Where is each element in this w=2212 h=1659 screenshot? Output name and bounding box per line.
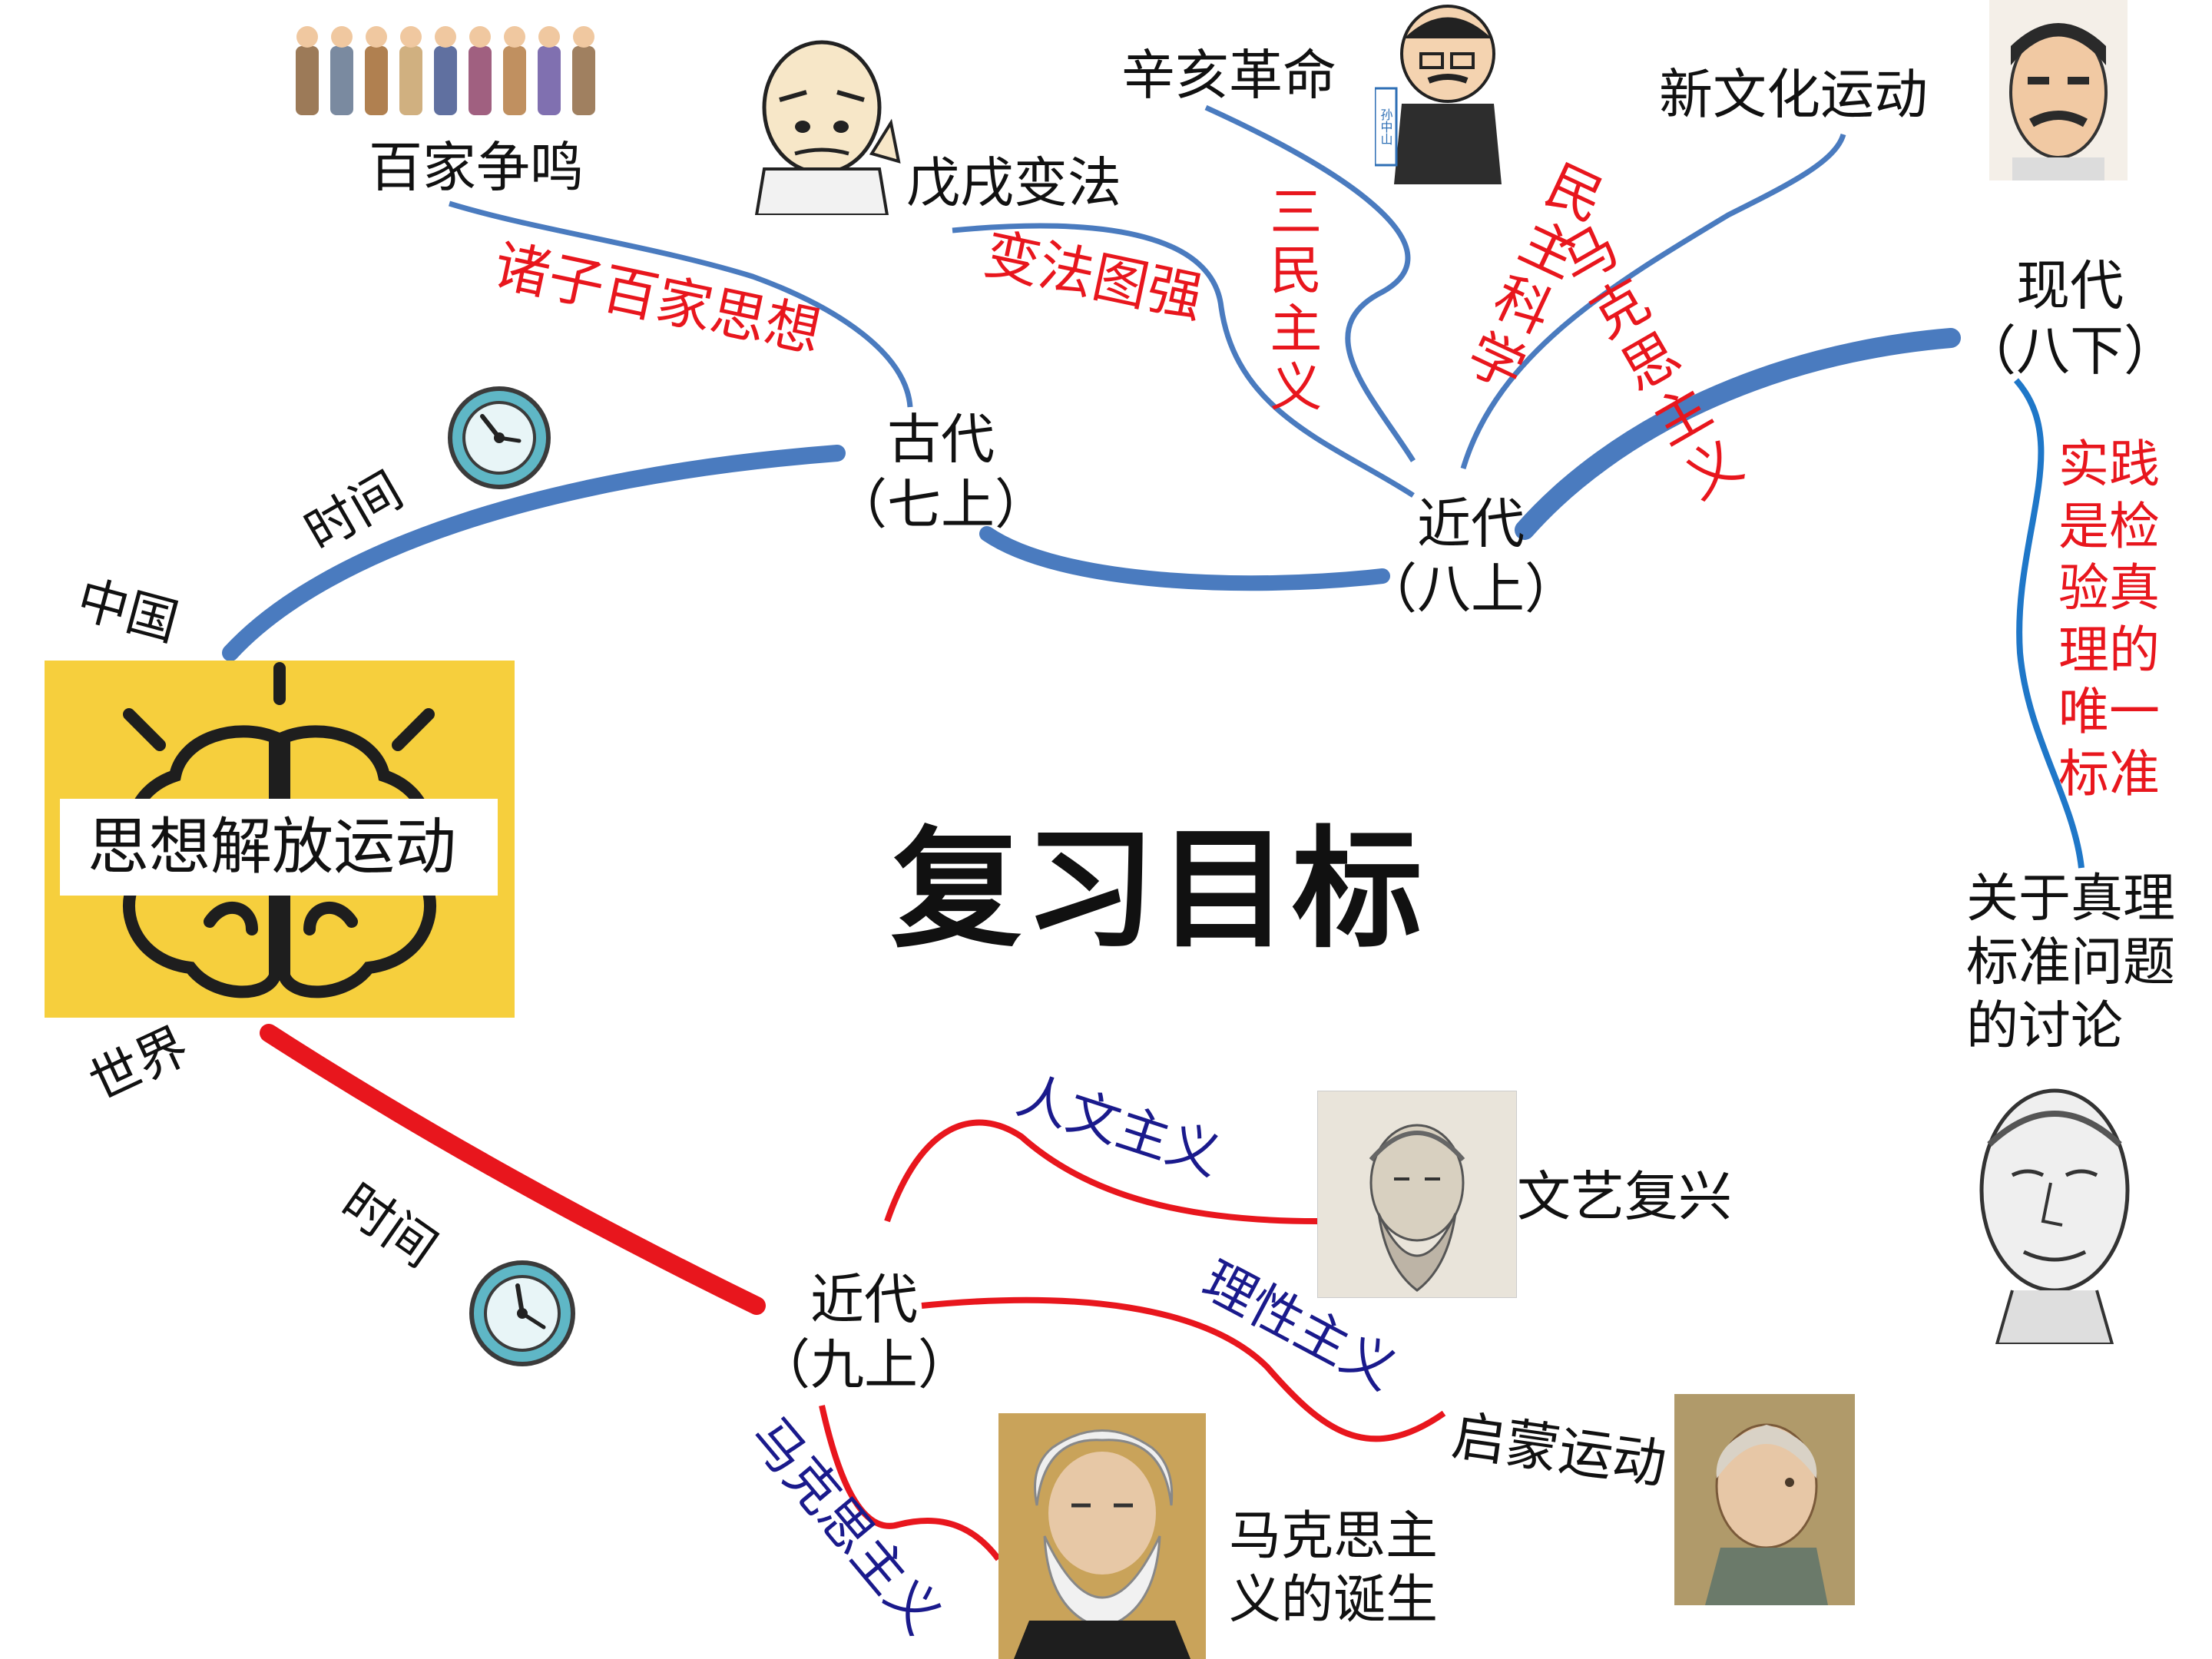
edge-world-marx bbox=[819, 1405, 1002, 1561]
lu-xun-portrait-icon bbox=[1989, 0, 2128, 180]
child-renaissance: 文艺复兴 bbox=[1517, 1165, 1732, 1228]
kang-youwei-cartoon-icon bbox=[754, 40, 901, 215]
child-marx-birth: 马克思主 义的诞生 bbox=[1229, 1506, 1439, 1631]
branch-world-to-modern bbox=[260, 1024, 766, 1315]
edge-world-renaissance bbox=[884, 1119, 1318, 1224]
branch-ancient-to-modern bbox=[979, 526, 1390, 591]
sun-badge-text: 孙中山 bbox=[1379, 108, 1393, 145]
child-xinhai: 辛亥革命 bbox=[1121, 44, 1336, 107]
edge-contemporary-truth bbox=[2013, 378, 2085, 869]
da-vinci-portrait-icon bbox=[1317, 1091, 1517, 1298]
hundred-schools-figures-icon bbox=[296, 26, 595, 115]
child-wuxu: 戊戌变法 bbox=[906, 151, 1121, 214]
node-modern-china: 近代 （八上） bbox=[1363, 492, 1578, 621]
clock-icon bbox=[469, 1260, 575, 1366]
edge-ancient-baijia bbox=[448, 200, 913, 408]
branch-modern-to-contemporary bbox=[1515, 328, 1961, 540]
clock-icon bbox=[448, 386, 551, 489]
marx-portrait-icon bbox=[998, 1413, 1206, 1659]
sun-yatsen-cartoon-icon: 孙中山 bbox=[1375, 5, 1502, 184]
child-xinwenhua: 新文化运动 bbox=[1659, 63, 1928, 126]
edge-world-enlightenment bbox=[921, 1296, 1446, 1442]
edge-modern-xinwenhua bbox=[1460, 133, 1846, 470]
edge-label-practice: 实践 是检 验真 理的 唯一 标准 bbox=[2058, 435, 2160, 803]
edge-modern-wuxu bbox=[952, 223, 1415, 498]
node-ancient: 古代 （七上） bbox=[833, 408, 1048, 537]
child-truth-discussion: 关于真理 标准问题 的讨论 bbox=[1966, 869, 2176, 1057]
node-contemporary: 现代 （八下） bbox=[1962, 254, 2177, 383]
edge-modern-xinhai bbox=[1204, 104, 1416, 462]
branch-china-to-ancient bbox=[222, 445, 846, 661]
deng-xiaoping-sketch-icon bbox=[1979, 1088, 2130, 1344]
edge-label-sanmin: 三民主义 bbox=[1270, 183, 1323, 419]
page-title: 复习目标 bbox=[891, 814, 1426, 966]
montesquieu-portrait-icon bbox=[1674, 1394, 1855, 1605]
center-label: 思想解放运动 bbox=[60, 799, 498, 896]
child-baijia: 百家争鸣 bbox=[369, 136, 584, 199]
node-modern-world: 近代 （九上） bbox=[757, 1268, 972, 1397]
